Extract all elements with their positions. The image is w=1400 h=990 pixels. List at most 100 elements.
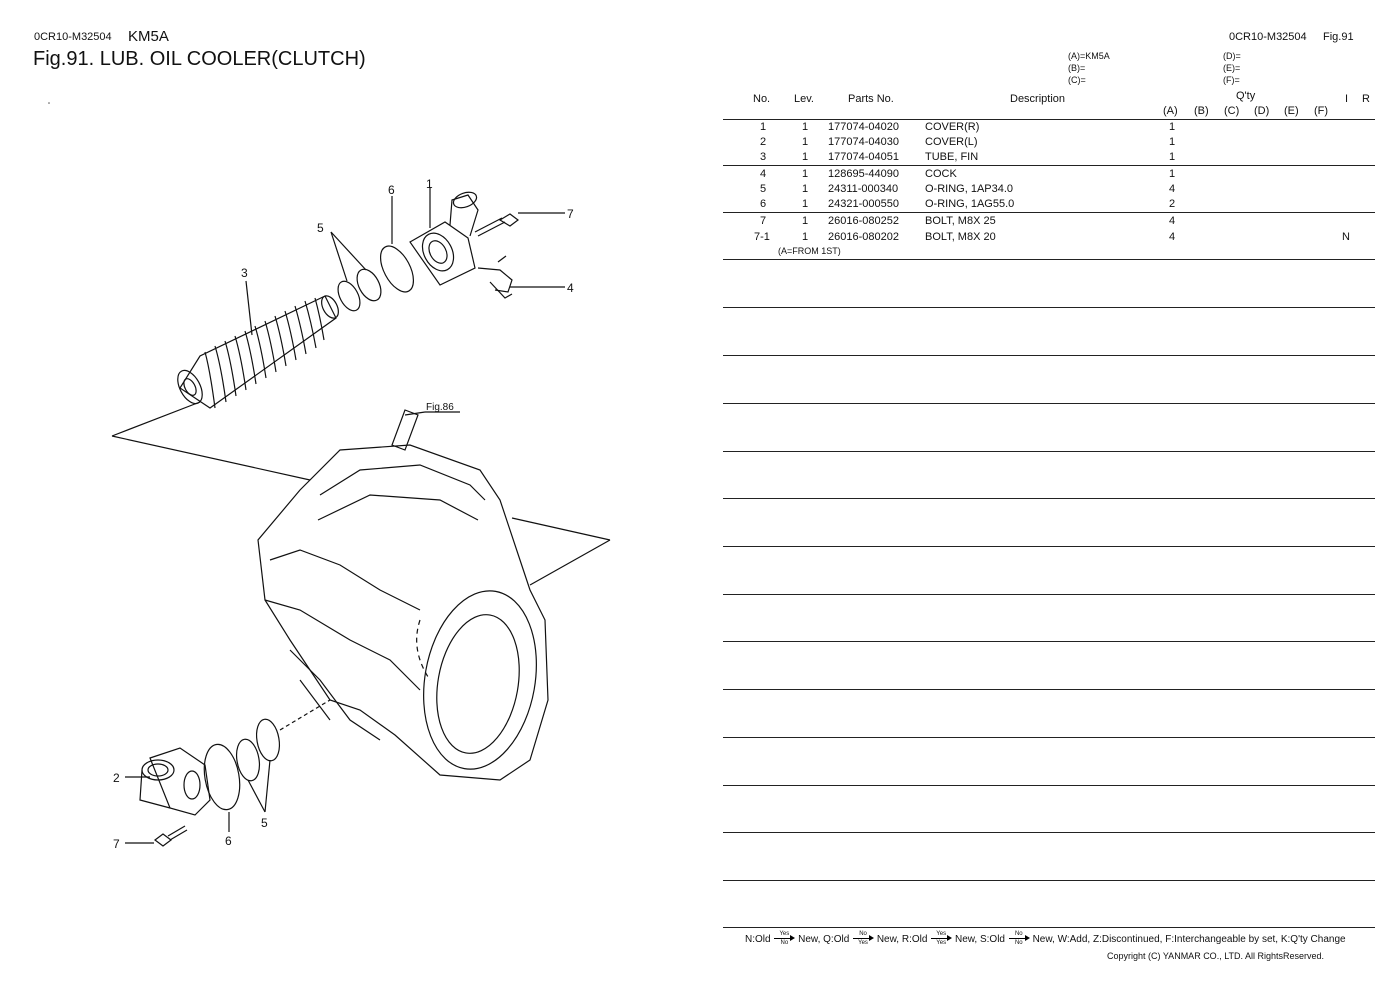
model-name: KM5A	[128, 28, 169, 45]
bolt-upper-drawing	[474, 213, 519, 237]
cell-lev: 1	[802, 215, 809, 227]
cell-description: O-RING, 1AP34.0	[925, 183, 1014, 195]
cell-no: 7	[760, 215, 767, 227]
cell-qty-a: 4	[1169, 215, 1176, 227]
callout-1: 1	[426, 177, 433, 191]
callout-3: 3	[241, 266, 248, 280]
empty-row-rule	[723, 927, 1375, 928]
callout-2: 2	[113, 771, 120, 785]
table-row: 6 1 24321-000550 O-RING, 1AG55.0 2	[723, 198, 1375, 214]
cell-description: BOLT, M8X 20	[925, 231, 996, 243]
o-ring-lower-3	[255, 718, 281, 762]
cell-parts-no: 128695-44090	[828, 168, 899, 180]
callout-5-upper: 5	[317, 221, 324, 235]
cell-qty-a: 4	[1169, 231, 1176, 243]
cell-description: O-RING, 1AG55.0	[925, 198, 1015, 210]
exploded-diagram: 1 6 5 3 7 4 2 7 6 5 Fig.86	[48, 102, 611, 851]
cell-no: 1	[760, 121, 767, 133]
tube-fin-drawing	[177, 295, 339, 409]
cell-qty-a: 4	[1169, 183, 1176, 195]
cell-qty-a: 1	[1169, 151, 1176, 163]
table-row: 5 1 24311-000340 O-RING, 1AP34.0 4	[723, 183, 1375, 199]
callout-5-lower: 5	[261, 816, 268, 830]
cell-lev: 1	[802, 151, 809, 163]
cell-qty-a: 1	[1169, 136, 1176, 148]
bolt-lower-drawing	[154, 825, 188, 847]
doc-code-right: 0CR10-M32504	[1229, 31, 1307, 43]
legend-r-old: R:Old	[901, 934, 928, 945]
row-note: (A=FROM 1ST)	[778, 246, 841, 256]
cock-drawing	[477, 255, 513, 299]
cell-no: 6	[760, 198, 767, 210]
cell-description: COVER(L)	[925, 136, 978, 148]
cell-description: BOLT, M8X 25	[925, 215, 996, 227]
cell-no: 5	[760, 183, 767, 195]
col-header-lev: Lev.	[794, 93, 814, 105]
empty-row-rule	[723, 594, 1375, 595]
dashed-alignment	[279, 699, 331, 731]
o-ring-lower-2	[235, 738, 261, 782]
table-row: 7 1 26016-080252 BOLT, M8X 25 4	[723, 215, 1375, 231]
table-header-rule	[723, 119, 1375, 120]
col-header-i: I	[1345, 93, 1349, 105]
callout-6-upper: 6	[388, 183, 395, 197]
table-row: 1 1 177074-04020 COVER(R) 1	[723, 121, 1375, 137]
col-header-qty: Q'ty	[1236, 90, 1256, 102]
connection-line-right-2	[529, 539, 611, 586]
cell-r: N	[1342, 231, 1350, 243]
leader-5-upper-a	[330, 231, 348, 282]
empty-row-rule	[723, 451, 1375, 452]
speck	[48, 102, 50, 104]
figure-title: Fig.91. LUB. OIL COOLER(CLUTCH)	[33, 48, 366, 70]
callout-7-lower: 7	[113, 837, 120, 851]
o-ring-upper-1	[337, 280, 361, 312]
table-row: 4 1 128695-44090 COCK 1	[723, 168, 1375, 184]
empty-row-rule	[723, 832, 1375, 833]
leader-5-lower-b	[264, 759, 271, 813]
variant-b: (B)=	[1068, 63, 1086, 73]
col-header-b: (B)	[1194, 105, 1209, 117]
empty-row-rule	[723, 307, 1375, 308]
doc-code-left: 0CR10-M32504	[34, 31, 112, 43]
cell-description: COCK	[925, 168, 957, 180]
callout-4: 4	[567, 281, 574, 295]
cell-lev: 1	[802, 136, 809, 148]
cell-parts-no: 177074-04030	[828, 136, 899, 148]
o-ring-lower-1	[203, 743, 241, 811]
cell-lev: 1	[802, 198, 809, 210]
table-row: 7-1 1 26016-080202 BOLT, M8X 20 4 N	[723, 231, 1375, 247]
table-row: 2 1 177074-04030 COVER(L) 1	[723, 136, 1375, 152]
empty-row-rule	[723, 785, 1375, 786]
o-ring-upper-3	[379, 245, 415, 293]
cell-lev: 1	[802, 183, 809, 195]
col-header-f: (F)	[1314, 105, 1329, 117]
empty-row-rule	[723, 498, 1375, 499]
col-header-d: (D)	[1254, 105, 1270, 117]
legend-n-old: N:Old	[745, 934, 771, 945]
legend-q-new: New,	[876, 934, 900, 945]
empty-row-rule	[723, 880, 1375, 881]
legend-q-old: Q:Old	[823, 934, 850, 945]
fig-number: Fig.91	[1323, 31, 1354, 43]
cell-qty-a: 1	[1169, 121, 1176, 133]
empty-row-rule	[723, 641, 1375, 642]
cell-lev: 1	[802, 168, 809, 180]
legend-s-tail: New, W:Add, Z:Discontinued, F:Interchang…	[1032, 934, 1346, 945]
empty-row-rule	[723, 737, 1375, 738]
connection-line-right	[511, 517, 611, 541]
group-separator	[723, 212, 1375, 213]
cell-parts-no: 177074-04020	[828, 121, 899, 133]
variant-f: (F)=	[1223, 75, 1240, 85]
cell-qty-a: 1	[1169, 168, 1176, 180]
cell-parts-no: 24321-000550	[828, 198, 899, 210]
cell-lev: 1	[802, 231, 809, 243]
empty-row-rule	[723, 403, 1375, 404]
leader-5-lower-a	[247, 779, 266, 813]
group-separator	[723, 165, 1375, 166]
variant-c: (C)=	[1068, 75, 1086, 85]
leader-3	[245, 280, 253, 336]
